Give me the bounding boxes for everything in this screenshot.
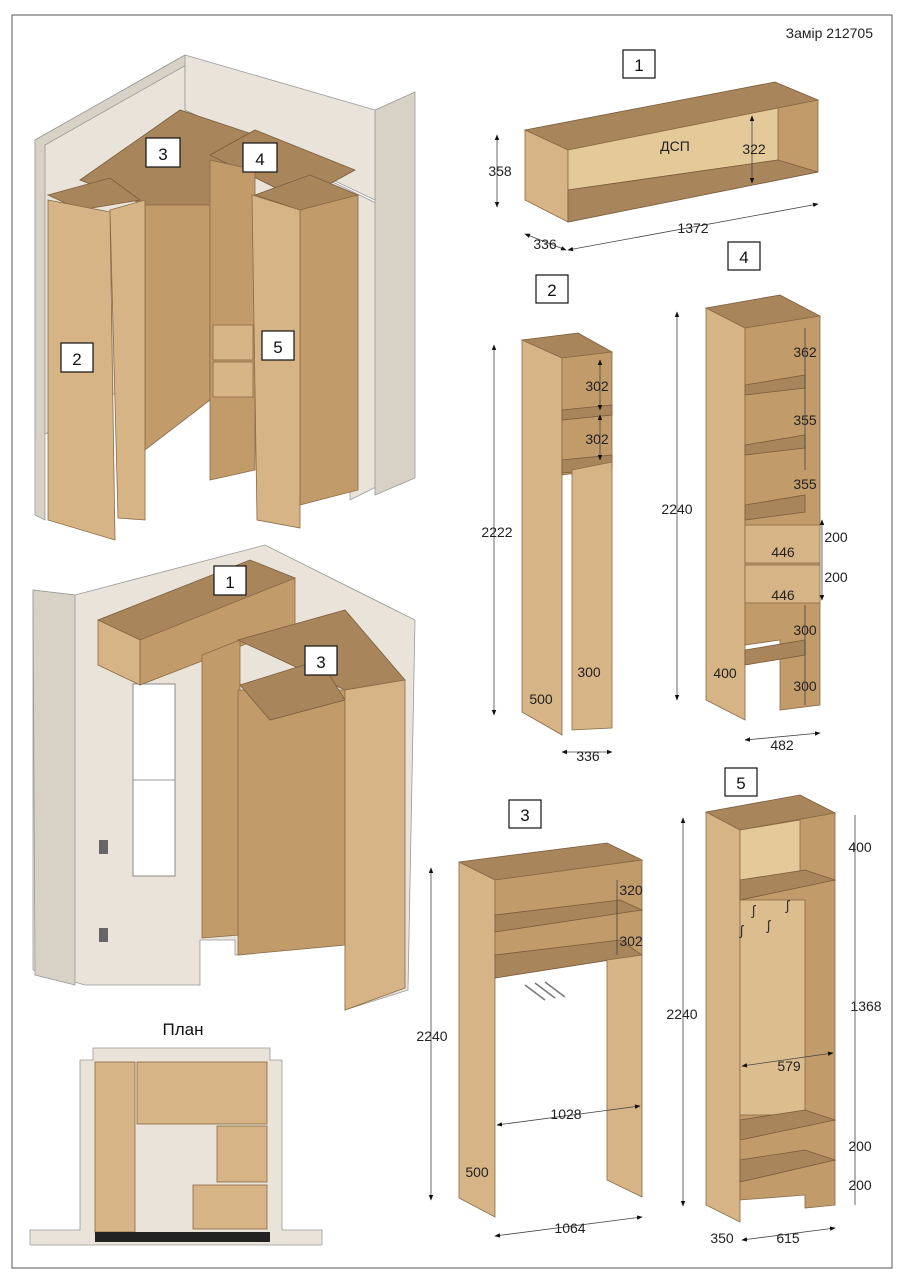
dimension: 200 <box>848 1138 872 1154</box>
dimension: 482 <box>770 737 794 753</box>
dimension: 358 <box>488 163 512 179</box>
iso-label: 5 <box>273 338 282 357</box>
iso-view-top: 3 4 2 5 <box>34 54 416 541</box>
dimension: 1372 <box>677 220 708 236</box>
dimension: 2222 <box>481 524 512 540</box>
dimension: 400 <box>848 839 872 855</box>
hanger-icon <box>524 981 566 1001</box>
dimension: 320 <box>619 882 643 898</box>
module-3: 3 320 302 2240 1028 500 1064 <box>416 799 644 1238</box>
module-badge: 3 <box>520 806 529 825</box>
dimension: 300 <box>577 664 601 680</box>
dimension: 350 <box>710 1230 734 1246</box>
dimension: 302 <box>585 431 609 447</box>
dimension: 200 <box>824 569 848 585</box>
dimension: 355 <box>793 476 817 492</box>
module-badge: 4 <box>739 248 748 267</box>
dimension: 2240 <box>416 1028 447 1044</box>
module-2: 2 302 302 2222 500 300 336 <box>481 274 614 764</box>
dimension: 446 <box>771 544 795 560</box>
dimension: 200 <box>848 1177 872 1193</box>
material-label: ДСП <box>660 138 690 154</box>
svg-text:ʃ: ʃ <box>785 897 791 913</box>
iso-label: 4 <box>255 150 264 169</box>
plan-title: План <box>163 1020 204 1039</box>
module-badge: 1 <box>634 56 643 75</box>
dimension: 2240 <box>666 1006 697 1022</box>
dimension: 579 <box>777 1058 801 1074</box>
dimension: 336 <box>576 748 600 764</box>
iso-label: 3 <box>316 653 325 672</box>
dimension: 400 <box>713 665 737 681</box>
measure-id: Замір 212705 <box>786 25 874 41</box>
dimension: 200 <box>824 529 848 545</box>
module-badge: 5 <box>736 774 745 793</box>
dimension: 302 <box>585 378 609 394</box>
dimension: 500 <box>465 1164 489 1180</box>
floor-plan: План <box>29 1020 323 1246</box>
dimension: 2240 <box>661 501 692 517</box>
dimension: 1028 <box>550 1106 581 1122</box>
iso-label: 1 <box>225 573 234 592</box>
sheet-border <box>11 14 893 1269</box>
dimension: 500 <box>529 691 553 707</box>
iso-label: 3 <box>158 145 167 164</box>
dimension: 322 <box>742 141 766 157</box>
dimension: 615 <box>776 1230 800 1246</box>
dimension: 336 <box>533 236 557 252</box>
svg-text:ʃ: ʃ <box>766 917 772 933</box>
svg-text:ʃ: ʃ <box>751 902 757 918</box>
dimension: 1368 <box>850 998 881 1014</box>
dimension: 302 <box>619 933 643 949</box>
iso-view-bottom: 1 3 <box>32 544 416 1011</box>
module-4: 4 362 355 355 200 200 446 446 300 300 22… <box>661 241 848 753</box>
dimension: 1064 <box>554 1220 585 1236</box>
module-badge: 2 <box>547 281 556 300</box>
dimension: 446 <box>771 587 795 603</box>
svg-text:ʃ: ʃ <box>739 922 745 938</box>
module-1: 1 ДСП 322 358 1372 336 <box>488 49 820 252</box>
iso-label: 2 <box>72 350 81 369</box>
